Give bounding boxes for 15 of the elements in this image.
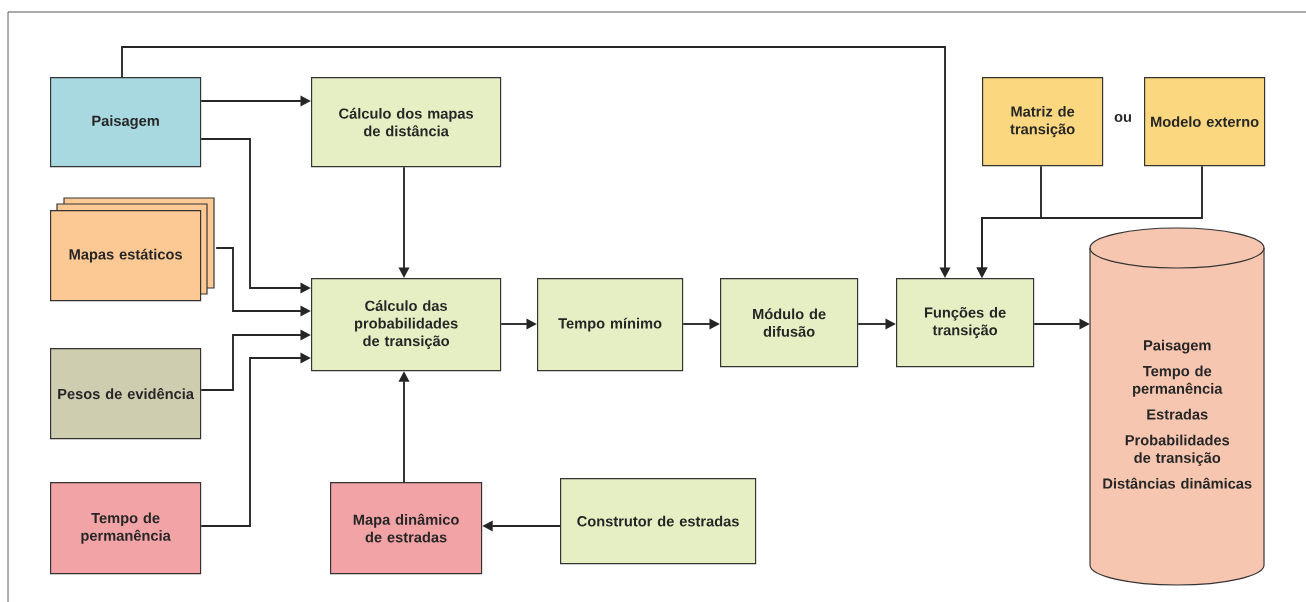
process-box: Paisagem: [50, 77, 202, 168]
process-box: Construtor de estradas: [560, 478, 757, 565]
input-box: Matriz de transição: [982, 77, 1104, 167]
process-box: Módulo de difusão: [720, 278, 859, 368]
input-box: Modelo externo: [1144, 77, 1266, 167]
process-box: Cálculo das probabilidades de transição: [311, 278, 502, 372]
process-box: Funções de transição: [896, 278, 1035, 368]
process-box: Tempo mínimo: [537, 278, 684, 372]
database-cylinder: Paisagem Tempo de permanência Estradas Probabilidades de transição Distâncias dinâmicas: [1089, 227, 1265, 586]
connector-word: ou: [1114, 114, 1131, 122]
stacked-maps-box: Mapas estáticos: [50, 197, 215, 302]
input-box: Pesos de evidência: [50, 348, 202, 440]
input-box: Tempo de permanência: [50, 482, 202, 575]
process-box: Mapa dinâmico de estradas: [330, 482, 483, 575]
process-box: Cálculo dos mapas de distância: [311, 77, 502, 168]
